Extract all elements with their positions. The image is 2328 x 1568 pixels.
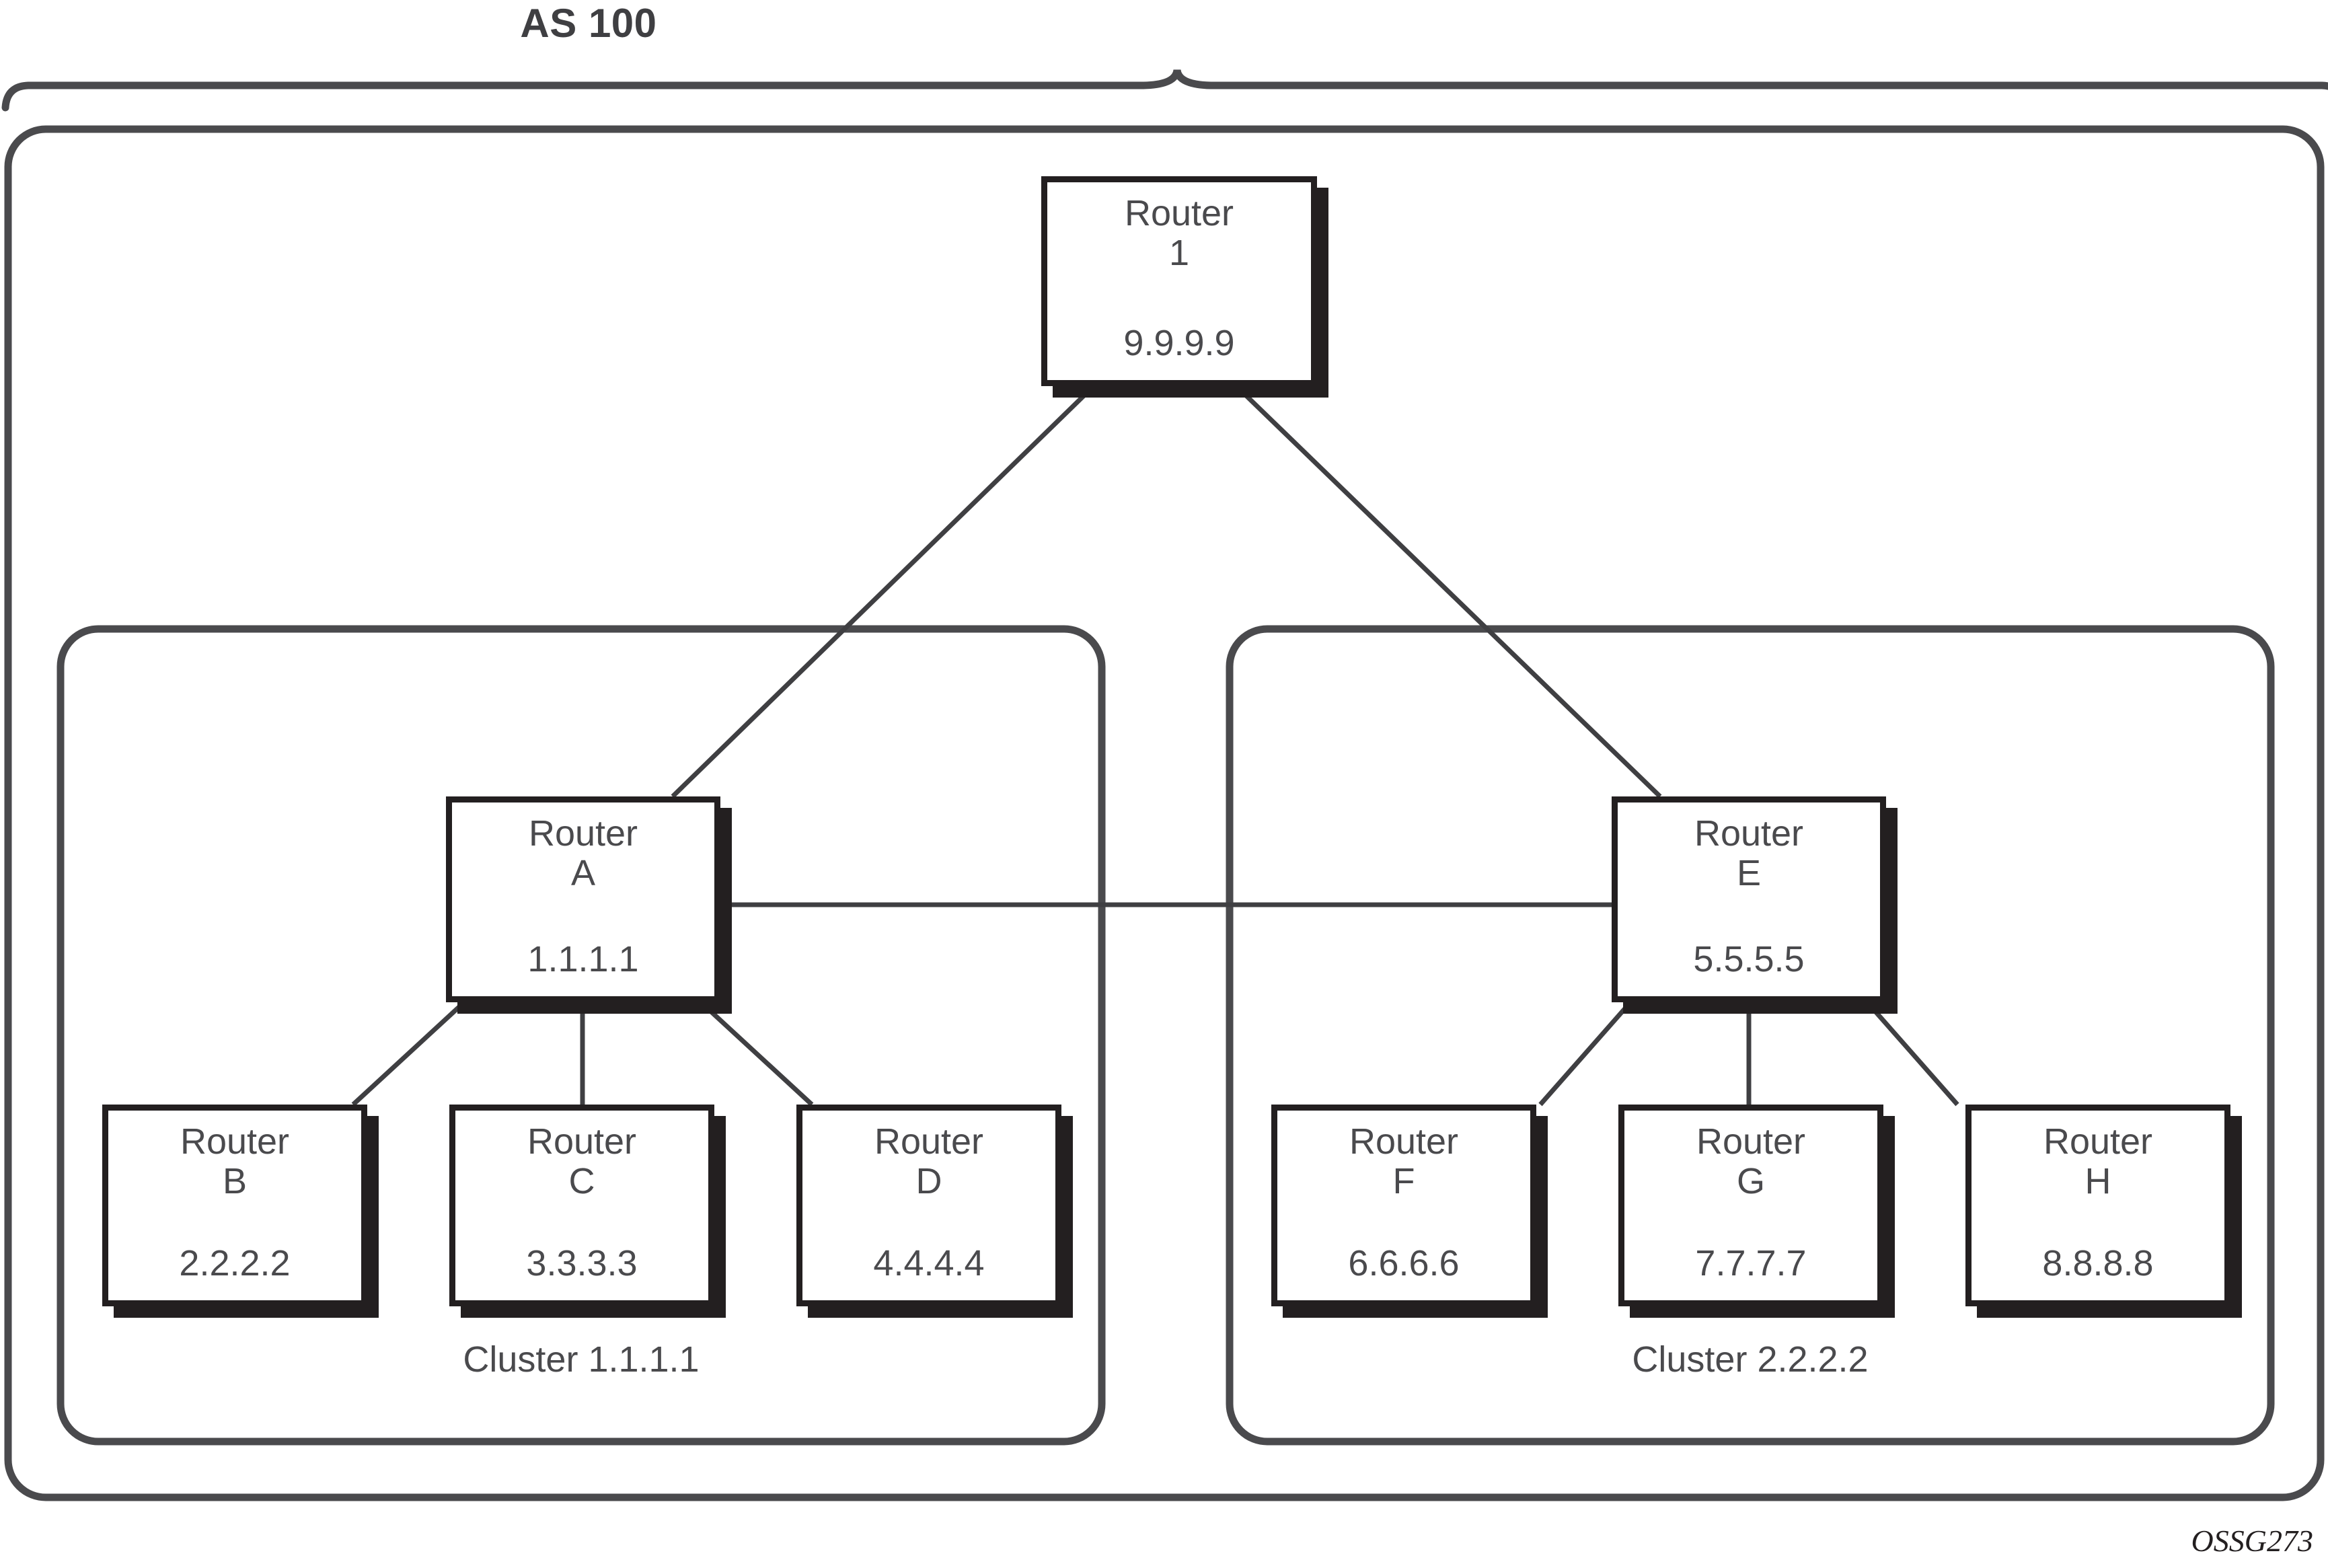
router-node-c[interactable]: Router C 3.3.3.3: [449, 1105, 714, 1306]
router-node-h-word: Router: [2043, 1121, 2153, 1162]
router-node-1-word: Router: [1124, 193, 1234, 233]
router-node-e-id: E: [1736, 852, 1762, 893]
router-node-d-id: D: [915, 1160, 942, 1201]
router-node-a-ip: 1.1.1.1: [527, 939, 639, 980]
router-node-e-word: Router: [1694, 813, 1804, 854]
router-node-1[interactable]: Router 1 9.9.9.9: [1041, 176, 1317, 386]
router-node-c-ip: 3.3.3.3: [526, 1243, 638, 1284]
as-title: AS 100: [520, 1, 657, 46]
link-routerA-routerD: [699, 1000, 814, 1107]
router-node-h-id: H: [2085, 1160, 2111, 1201]
router-node-c-id: C: [568, 1160, 595, 1201]
router-node-d-word: Router: [874, 1121, 984, 1162]
link-routerA-routerB: [351, 1000, 466, 1107]
router-node-b-id: B: [222, 1160, 248, 1201]
router-node-g-ip: 7.7.7.7: [1695, 1243, 1807, 1284]
router-node-g-id: G: [1736, 1160, 1765, 1201]
cluster-right-label: Cluster 2.2.2.2: [1632, 1339, 1869, 1380]
router-node-b-word: Router: [180, 1121, 290, 1162]
router-node-a-word: Router: [528, 813, 638, 854]
router-node-1-id: 1: [1168, 232, 1190, 273]
as-brace: [1, 69, 2328, 112]
link-routerE-routerH: [1865, 1000, 1959, 1107]
router-node-d[interactable]: Router D 4.4.4.4: [796, 1105, 1061, 1306]
router-node-h[interactable]: Router H 8.8.8.8: [1965, 1105, 2230, 1306]
router-node-b-ip: 2.2.2.2: [179, 1243, 291, 1284]
router-node-e-ip: 5.5.5.5: [1693, 939, 1805, 980]
as-boundary-box: [4, 125, 2325, 1501]
link-router1-routerE: [1234, 384, 1662, 798]
cluster-left-label: Cluster 1.1.1.1: [463, 1339, 700, 1380]
router-node-f-word: Router: [1349, 1121, 1459, 1162]
cluster-left-box: [57, 625, 1106, 1446]
router-node-f-ip: 6.6.6.6: [1348, 1243, 1460, 1284]
figure-id-label: OSSG273: [2191, 1524, 2313, 1558]
router-node-h-ip: 8.8.8.8: [2042, 1243, 2154, 1284]
link-router1-routerA: [671, 384, 1096, 798]
router-node-f-id: F: [1392, 1160, 1415, 1201]
router-node-g-word: Router: [1696, 1121, 1806, 1162]
router-node-f[interactable]: Router F 6.6.6.6: [1271, 1105, 1536, 1306]
router-node-d-ip: 4.4.4.4: [873, 1243, 985, 1284]
link-routerE-routerF: [1538, 1000, 1632, 1107]
router-node-b[interactable]: Router B 2.2.2.2: [102, 1105, 367, 1306]
router-node-c-word: Router: [527, 1121, 637, 1162]
router-node-g[interactable]: Router G 7.7.7.7: [1618, 1105, 1883, 1306]
router-node-a-id: A: [570, 852, 596, 893]
router-node-e[interactable]: Router E 5.5.5.5: [1612, 796, 1886, 1002]
router-node-1-ip: 9.9.9.9: [1123, 323, 1235, 364]
router-node-a[interactable]: Router A 1.1.1.1: [446, 796, 720, 1002]
cluster-right-box: [1226, 625, 2275, 1446]
